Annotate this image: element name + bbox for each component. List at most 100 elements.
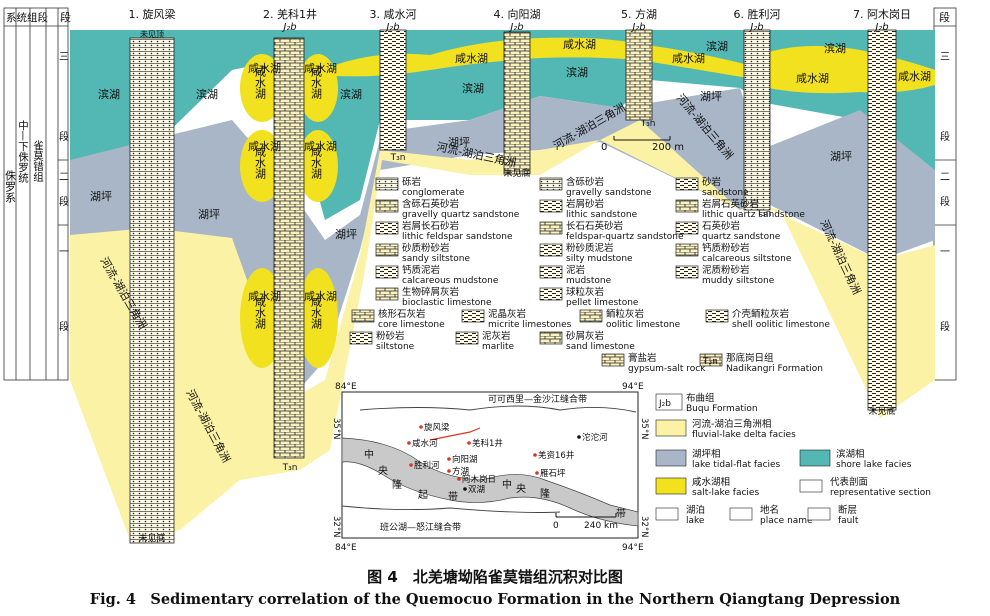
legend-cn: 那底岗日组 — [726, 352, 774, 364]
facies-label-salt: 咸水湖 — [248, 290, 281, 303]
legend-swatch — [539, 199, 563, 213]
facies-label-shore: 滨湖 — [462, 81, 484, 95]
member-label: 三 — [59, 52, 69, 63]
salt-lake-w5 — [240, 268, 284, 368]
section-title: 5. 方湖 — [621, 7, 657, 21]
section-base-note: 未见底 — [503, 167, 530, 179]
place-marker — [457, 477, 461, 481]
section-top-formation: J₂b — [748, 22, 763, 33]
map-legend-swatch — [655, 507, 679, 521]
facies-label-salt-vertical: 咸水湖 — [310, 296, 323, 330]
facies-label-flat: 湖坪 — [335, 228, 357, 241]
facies-label-salt: 咸水湖 — [304, 290, 337, 303]
legend-swatch — [461, 309, 485, 323]
uplift-label-5: 带 — [448, 491, 458, 503]
map-legend-swatch — [655, 393, 683, 411]
map-lat-top-right: 35°N — [639, 418, 649, 439]
section-base-note: 未见底 — [138, 532, 165, 544]
section-title: 1. 旋风梁 — [129, 7, 176, 21]
facies-label-salt: 咸水湖 — [563, 38, 596, 51]
legend-en: shell oolitic limestone — [732, 320, 830, 330]
vertical-scale-bar: 0 200 m — [601, 136, 684, 153]
legend-cn: 岩屑石英砂岩 — [702, 198, 759, 210]
member-header-right: 段 — [939, 10, 950, 24]
uplift-label-4: 起 — [418, 489, 428, 501]
south-suture-label: 班公湖—怒江缝合带 — [380, 521, 461, 533]
legend-en: sand limestone — [566, 342, 635, 352]
central-uplift — [341, 437, 639, 527]
map-legend-en: shore lake facies — [836, 460, 912, 470]
map-lon-right-bottom: 94°E — [622, 543, 644, 553]
salt-lake-w6 — [298, 268, 338, 368]
facies-label-salt-vertical: 咸水湖 — [310, 146, 323, 180]
section-base-note: T₃n — [640, 119, 656, 129]
legend-en: quartz sandstone — [702, 232, 781, 242]
map-scale-end: 240 km — [584, 521, 618, 531]
legend-en: oolitic limestone — [606, 320, 681, 330]
legend-cn: 膏盐岩 — [628, 352, 657, 364]
scale-end: 200 m — [652, 142, 684, 153]
column-3 — [379, 29, 407, 151]
map-legend-cn: 地名 — [760, 504, 779, 516]
member-label-right: 三 — [940, 52, 950, 63]
member-label-right: 段 — [940, 195, 950, 208]
facies-label-shore: 滨湖 — [824, 41, 846, 55]
place-marker — [463, 487, 467, 491]
section-top-note: 未见顶 — [140, 29, 164, 39]
facies-label-salt: 咸水湖 — [455, 52, 488, 65]
legend-cn: 鲕粒灰岩 — [606, 308, 644, 320]
place-marker — [467, 441, 471, 445]
legend-en: lithic feldspar sandstone — [402, 232, 513, 242]
facies-label-salt: 咸水湖 — [898, 70, 931, 83]
legend-cn: 泥灰岩 — [482, 330, 511, 342]
legend-swatch — [699, 353, 723, 367]
map-lon-right: 94°E — [622, 382, 644, 392]
legend-symbol: T₃n — [702, 357, 718, 367]
map-legend-en: fault — [838, 516, 859, 526]
map-legend-cn: 咸水湖相 — [692, 476, 730, 488]
column-6 — [743, 29, 771, 211]
legend-en: pellet limestone — [566, 298, 639, 308]
place-name: 双湖 — [468, 485, 485, 495]
legend-en: conglomerate — [402, 188, 465, 198]
map-lat-top: 35°N — [331, 418, 341, 439]
legend-swatch — [375, 243, 399, 257]
legend-en: sandstone — [702, 188, 749, 198]
facies-label-salt: 咸水湖 — [796, 72, 829, 85]
facies-label-salt: 咸水湖 — [304, 62, 337, 75]
legend-swatch — [351, 309, 375, 323]
member-label-right: 二 — [940, 172, 950, 183]
map-legend-cn: 滨湖相 — [836, 448, 865, 460]
salt-lake-w3 — [240, 130, 284, 202]
legend-en: bioclastic limestone — [402, 298, 492, 308]
section-base-note: T₃n — [756, 209, 772, 219]
map-legend-cn: 湖坪相 — [692, 448, 721, 460]
section-base-note: T₃n — [282, 463, 298, 473]
section-base-note: 未见底 — [868, 405, 895, 417]
map-legend-swatch — [655, 419, 687, 437]
place-name: 方湖 — [452, 466, 469, 477]
place-name: 羌资16井 — [538, 450, 574, 461]
map-lon-left-bottom: 84°E — [335, 543, 357, 553]
legend-en: micrite limestones — [488, 320, 572, 330]
facies-label-salt: 咸水湖 — [304, 140, 337, 153]
salt-lake-w1 — [240, 54, 284, 122]
